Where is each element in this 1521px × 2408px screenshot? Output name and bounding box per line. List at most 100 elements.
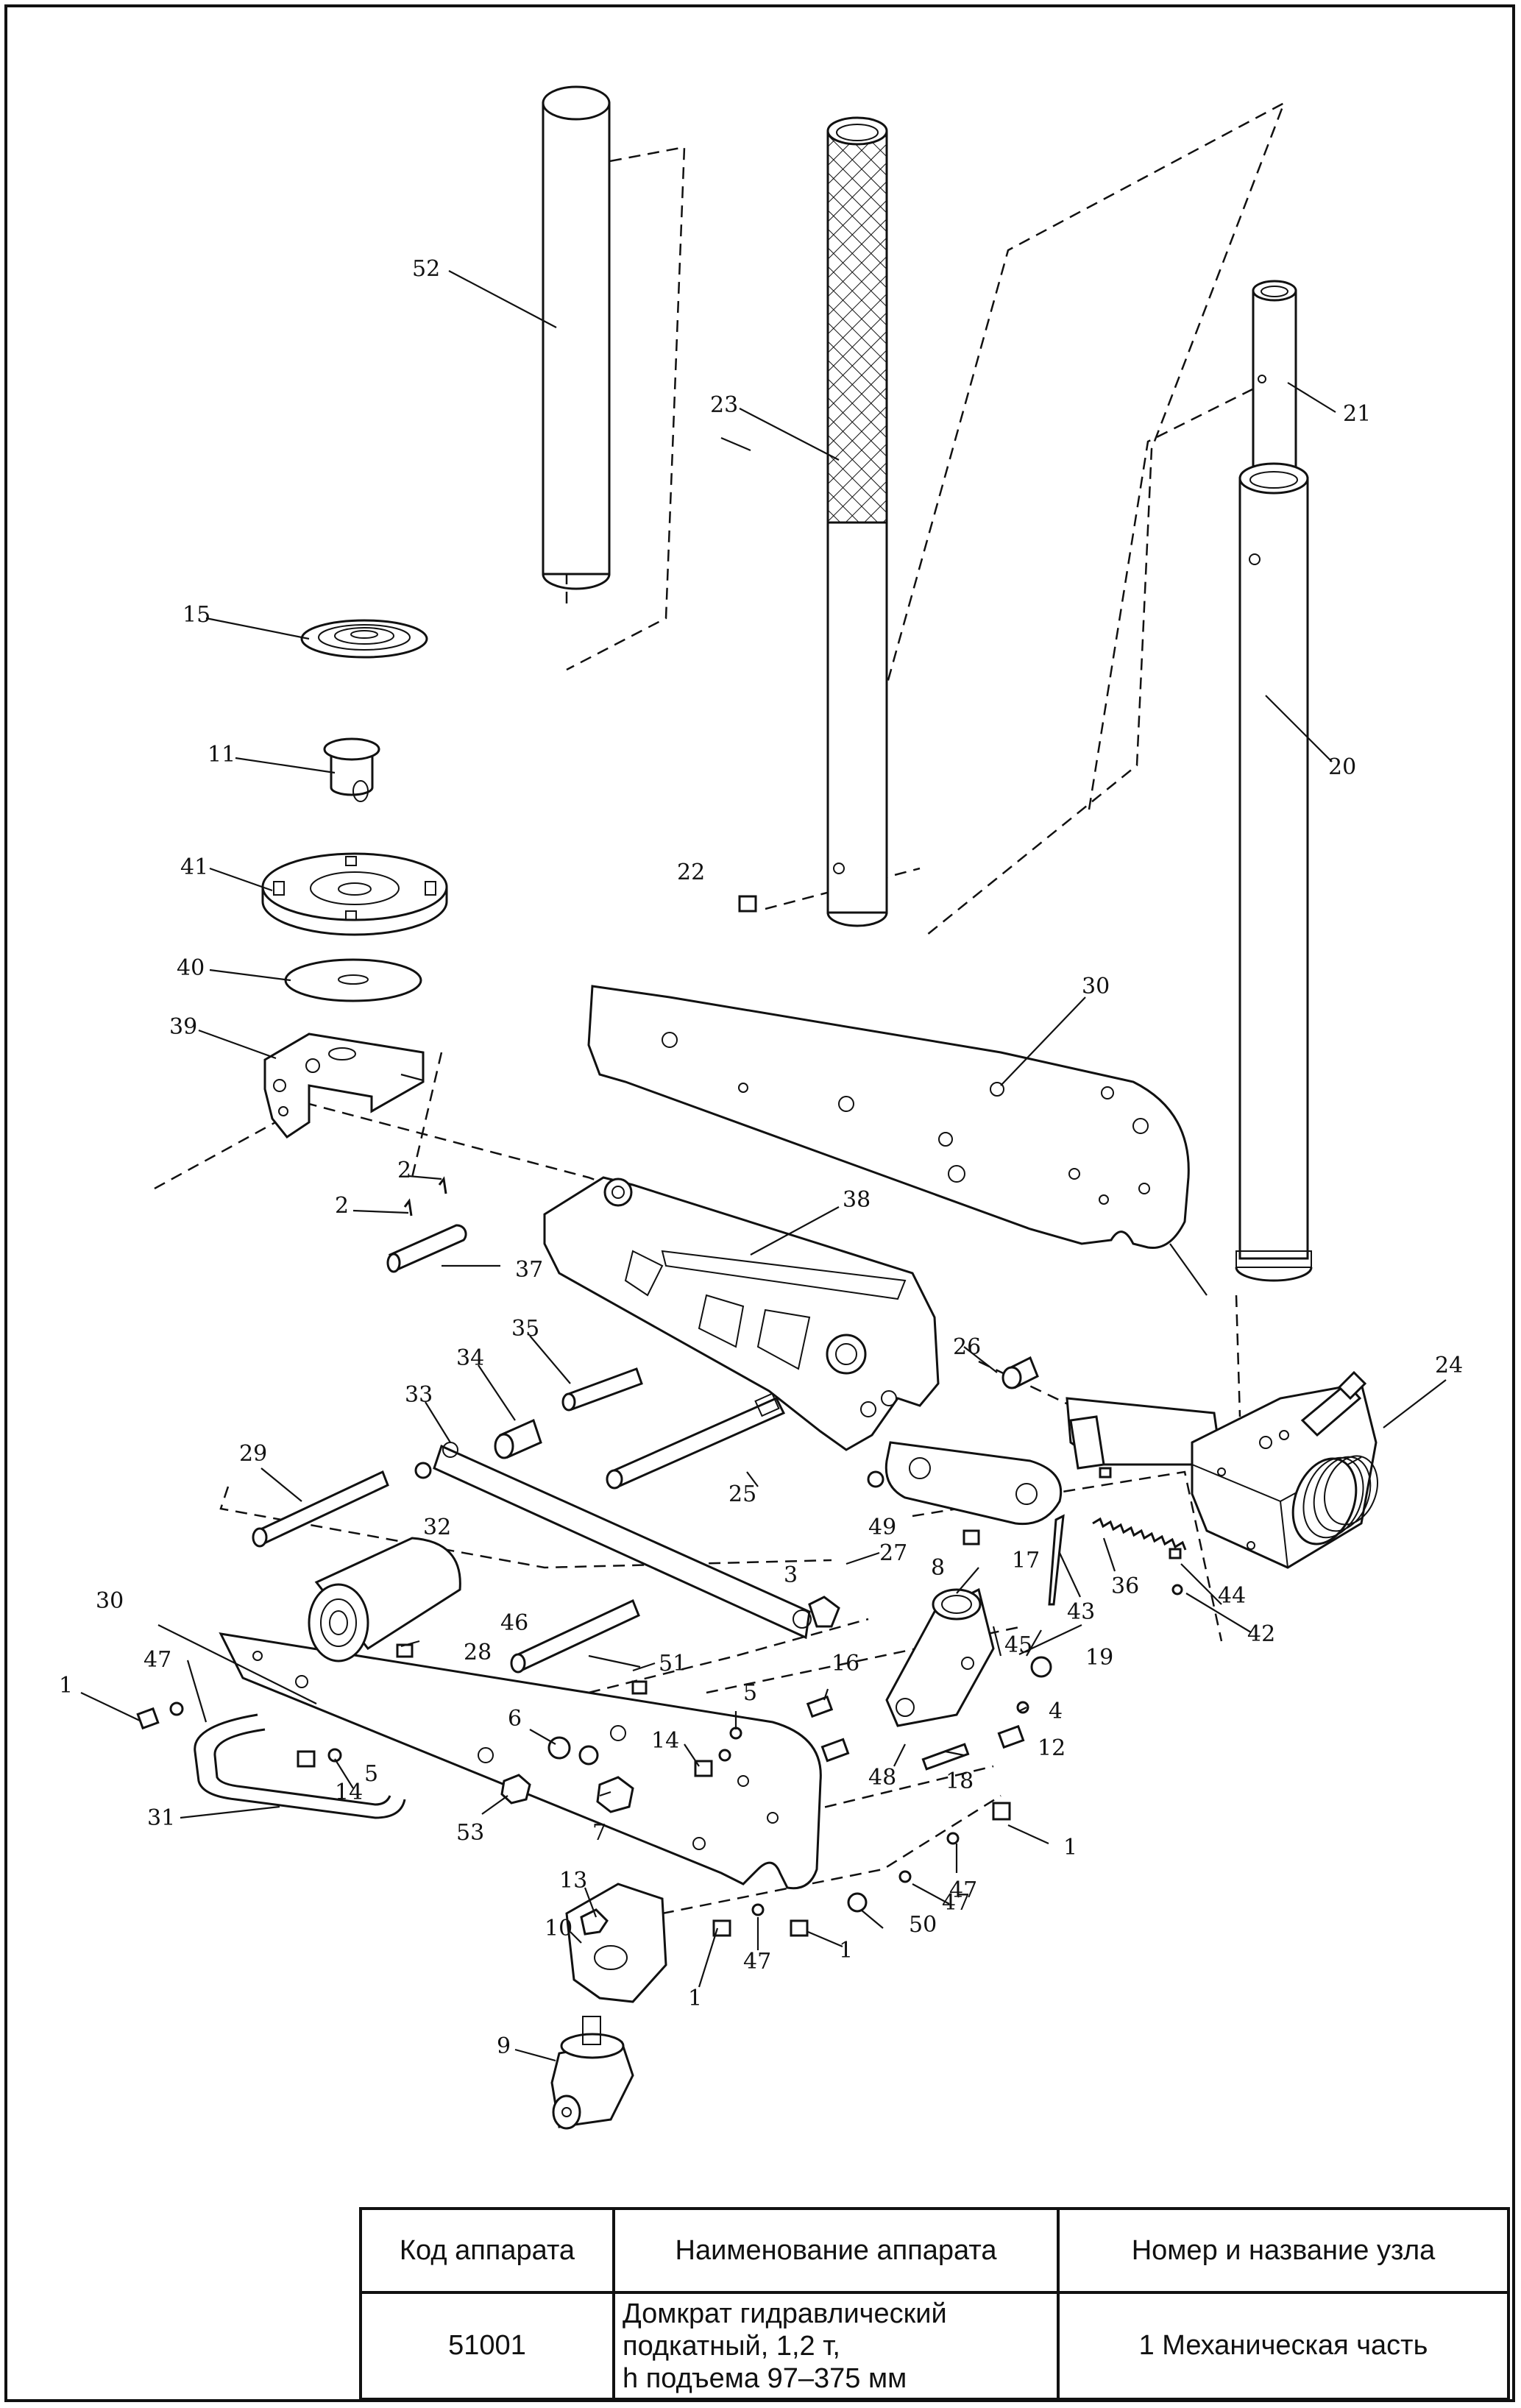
callout-49: 49 [868, 1515, 896, 1540]
callout-10: 10 [545, 1916, 572, 1941]
callout-14a: 14 [651, 1728, 679, 1754]
saddle-ring-41 [261, 852, 448, 936]
callout-45: 45 [1004, 1632, 1032, 1658]
callout-39: 39 [169, 1014, 197, 1040]
callout-51: 51 [659, 1651, 687, 1676]
callout-1b: 1 [1063, 1835, 1077, 1860]
callout-1d: 1 [688, 1986, 702, 2011]
callout-7: 7 [592, 1820, 606, 1846]
callout-25: 25 [728, 1481, 756, 1507]
callout-53: 53 [456, 1820, 484, 1846]
title-block: Код аппарата Наименование аппарата Номер… [359, 2207, 1510, 2401]
pin-37 [386, 1224, 467, 1273]
header-device-name: Наименование аппарата [612, 2207, 1060, 2294]
device-name-line-2: подкатный, 1,2 т, [623, 2330, 840, 2362]
callout-50: 50 [909, 1912, 937, 1938]
callout-41: 41 [180, 854, 208, 880]
callout-32: 32 [423, 1515, 451, 1540]
callout-21: 21 [1343, 401, 1371, 427]
grip-tube-23 [826, 116, 888, 927]
pad-15 [300, 619, 428, 659]
callout-2a: 2 [397, 1158, 411, 1183]
drawing-sheet-border [4, 4, 1515, 2402]
callout-40: 40 [177, 955, 205, 981]
pump-unit-24 [1066, 1370, 1378, 1569]
callout-18: 18 [946, 1768, 974, 1794]
callout-1c: 1 [839, 1938, 853, 1963]
callout-47a: 47 [143, 1647, 171, 1673]
bushing-34 [494, 1418, 542, 1459]
callout-46: 46 [500, 1610, 528, 1636]
callout-31: 31 [147, 1805, 175, 1831]
device-name: Домкрат гидравлический подкатный, 1,2 т,… [612, 2291, 1060, 2401]
fasteners [136, 895, 1183, 1937]
bracket-17 [885, 1587, 995, 1727]
callout-17: 17 [1012, 1548, 1040, 1573]
handle-loop-31 [194, 1713, 406, 1819]
callout-labels: 52 23 21 20 15 11 41 40 39 22 30 38 2 2 … [59, 256, 1463, 2059]
callout-26: 26 [953, 1334, 981, 1360]
callout-34: 34 [456, 1345, 484, 1371]
callout-47b: 47 [949, 1877, 977, 1903]
roller-46 [308, 1537, 461, 1662]
callout-16: 16 [832, 1651, 859, 1676]
callout-22: 22 [677, 860, 705, 885]
callout-29: 29 [239, 1441, 267, 1467]
callout-19: 19 [1085, 1645, 1113, 1671]
assembly-name: 1 Механическая часть [1057, 2291, 1510, 2401]
callout-5a: 5 [743, 1680, 757, 1706]
caster-bracket-10 [565, 1883, 667, 2003]
callout-42: 42 [1247, 1621, 1275, 1647]
callout-4: 4 [1049, 1699, 1063, 1724]
callout-30-top: 30 [1082, 974, 1110, 999]
callout-12: 12 [1038, 1735, 1066, 1761]
tube-20 [1235, 462, 1313, 1282]
link-bar-33 [433, 1442, 812, 1640]
rod-29 [252, 1470, 389, 1548]
callout-35: 35 [511, 1316, 539, 1342]
washer-40 [284, 958, 422, 1002]
callout-20: 20 [1328, 754, 1356, 780]
callout-28: 28 [464, 1640, 492, 1665]
spring-36 [1092, 1517, 1187, 1551]
link-27 [884, 1441, 1063, 1526]
shaft-25 [606, 1392, 786, 1490]
callout-11: 11 [208, 742, 235, 768]
callout-48: 48 [868, 1765, 896, 1791]
saddle-post-11 [323, 737, 380, 802]
callout-6: 6 [508, 1706, 522, 1732]
callout-43: 43 [1067, 1599, 1095, 1625]
pin-35 [561, 1367, 643, 1412]
callout-14b: 14 [335, 1780, 363, 1805]
leader-lines [80, 270, 1447, 2062]
callout-2b: 2 [335, 1193, 349, 1219]
tube-21 [1252, 280, 1297, 476]
callout-3: 3 [784, 1562, 798, 1588]
callout-15: 15 [182, 602, 210, 628]
handle-tube-52 [542, 85, 611, 590]
callout-52: 52 [412, 256, 440, 282]
callout-27: 27 [879, 1540, 907, 1566]
side-plate-30-top [587, 985, 1190, 1250]
reservoir-bellows [1291, 1455, 1378, 1545]
callout-30-bottom: 30 [96, 1588, 124, 1614]
callout-33: 33 [405, 1382, 433, 1408]
callout-44: 44 [1218, 1583, 1246, 1609]
pin-43 [1048, 1514, 1065, 1606]
device-code: 51001 [359, 2291, 615, 2401]
callout-24: 24 [1435, 1353, 1463, 1378]
callout-37: 37 [515, 1257, 543, 1283]
callout-38: 38 [843, 1187, 871, 1213]
header-assembly: Номер и название узла [1057, 2207, 1510, 2294]
saddle-bracket-39 [263, 1033, 425, 1139]
lift-arm-38 [543, 1176, 940, 1451]
callout-23: 23 [710, 392, 738, 418]
callout-36: 36 [1111, 1573, 1139, 1599]
callout-13: 13 [559, 1868, 587, 1894]
rod-51 [510, 1598, 640, 1674]
callout-1a: 1 [59, 1673, 73, 1699]
callout-47d: 47 [743, 1949, 771, 1975]
side-plate-30-bottom [219, 1632, 822, 1890]
device-name-line-1: Домкрат гидравлический [623, 2298, 947, 2329]
callout-8: 8 [931, 1555, 945, 1581]
